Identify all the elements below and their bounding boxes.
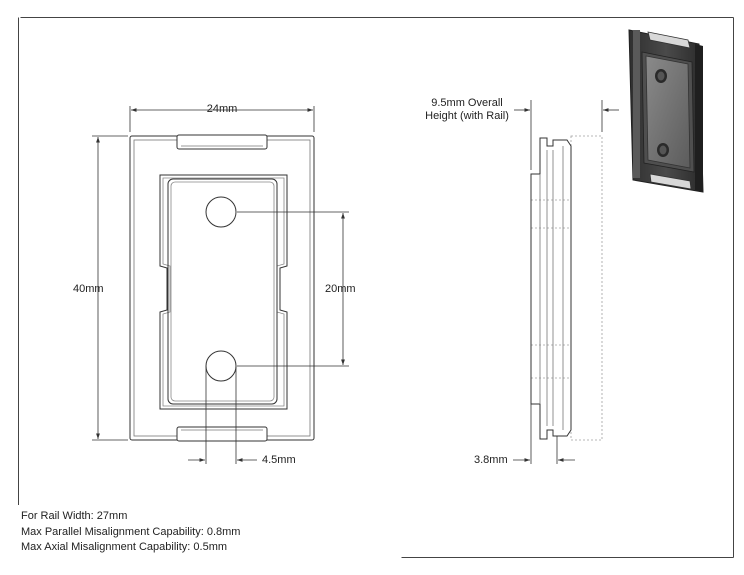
rail-hidden-outline [570, 135, 603, 441]
note-axial-misalignment: Max Axial Misalignment Capability: 0.5mm [21, 541, 228, 553]
bottom-hole [205, 350, 237, 382]
top-clip [176, 134, 268, 150]
carriage-inner-outline [162, 177, 285, 407]
note-parallel-misalignment: Max Parallel Misalignment Capability: 0.… [21, 525, 241, 538]
thickness-label: 3.8mm [474, 454, 508, 466]
width-dimension-label: 24mm [206, 103, 238, 115]
plate [167, 178, 278, 405]
side-dimensions [513, 100, 619, 464]
carriage-outline [159, 174, 288, 410]
side-profile [530, 137, 572, 440]
hole-spacing-label: 20mm [325, 283, 356, 295]
front-view [129, 134, 315, 442]
overall-height-label-line1: 9.5mm Overall [431, 97, 503, 109]
spec-notes: For Rail Width: 27mm Max Parallel Misali… [21, 509, 240, 556]
plate-inner [170, 181, 275, 402]
drawing-border [18, 17, 734, 558]
render-top-clip [647, 31, 691, 49]
top-hole [205, 196, 237, 228]
bottom-clip [176, 426, 268, 442]
render-bottom-clip [649, 173, 692, 190]
height-dimension-label: 40mm [73, 283, 104, 295]
hole-diameter-label: 4.5mm [262, 454, 296, 466]
isometric-render [628, 29, 704, 193]
overall-height-label-line2: Height (with Rail) [425, 110, 509, 122]
render-plate [645, 55, 691, 169]
side-view [530, 135, 603, 441]
front-dimensions [92, 106, 349, 464]
note-rail-width: For Rail Width: 27mm [21, 510, 128, 522]
